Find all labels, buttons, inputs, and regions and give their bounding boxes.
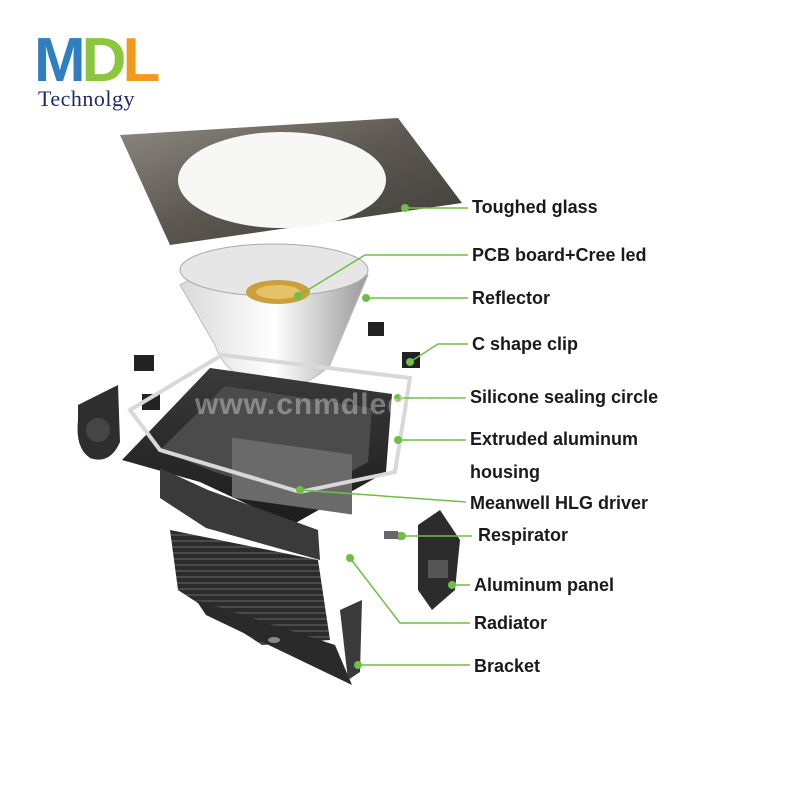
- label-bracket: Bracket: [474, 656, 541, 676]
- label-respirator: Respirator: [478, 525, 569, 545]
- leader-pcb-board: [297, 254, 468, 297]
- leader-dot-c-shape-clip: [406, 358, 414, 366]
- logo-subtitle: Technolgy: [38, 86, 136, 111]
- reflector-part: [179, 243, 369, 388]
- leader-lines: [294, 204, 472, 669]
- logo-letter-m: M: [34, 26, 86, 95]
- leader-dot-silicone-sealing-circle: [394, 394, 402, 402]
- label-silicone-sealing-circle: Silicone sealing circle: [470, 387, 659, 407]
- leader-meanwell-driver: [299, 489, 467, 503]
- label-reflector: Reflector: [472, 288, 551, 308]
- aluminum-panel-part: [418, 510, 460, 610]
- leader-dot-reflector: [362, 294, 370, 302]
- label-meanwell-driver: Meanwell HLG driver: [470, 493, 649, 513]
- leader-dot-respirator: [398, 532, 406, 540]
- leader-dot-extruded-aluminum: [394, 436, 402, 444]
- label-pcb-board: PCB board+Cree led: [472, 245, 647, 265]
- label-c-shape-clip: C shape clip: [472, 334, 579, 354]
- leader-dot-pcb-board: [294, 292, 302, 300]
- label-toughed-glass: Toughed glass: [472, 197, 598, 217]
- leader-c-shape-clip: [409, 343, 468, 363]
- silicone-sealing-ring: [127, 352, 413, 495]
- leader-dot-aluminum-panel: [448, 581, 456, 589]
- logo-letter-d: D: [81, 26, 127, 95]
- leader-radiator: [349, 557, 470, 624]
- bracket-part: [196, 600, 362, 685]
- logo-letters: MDL: [34, 26, 160, 95]
- leader-dot-meanwell-driver: [296, 486, 304, 494]
- side-bracket-part: [77, 385, 120, 460]
- radiator-part: [170, 530, 330, 645]
- leader-dot-toughed-glass: [401, 204, 409, 212]
- watermark-text: www.cnmdled.com: [195, 388, 481, 421]
- label-extruded-aluminum: Extruded aluminum: [470, 429, 639, 449]
- brand-logo: MDL Technolgy: [34, 26, 174, 112]
- label-housing: housing: [470, 462, 540, 482]
- leader-dot-radiator: [346, 554, 354, 562]
- toughed-glass-part: [120, 118, 462, 245]
- label-aluminum-panel: Aluminum panel: [474, 575, 615, 595]
- leader-dot-bracket: [354, 661, 362, 669]
- logo-letter-l: L: [122, 26, 160, 95]
- label-radiator: Radiator: [474, 613, 548, 633]
